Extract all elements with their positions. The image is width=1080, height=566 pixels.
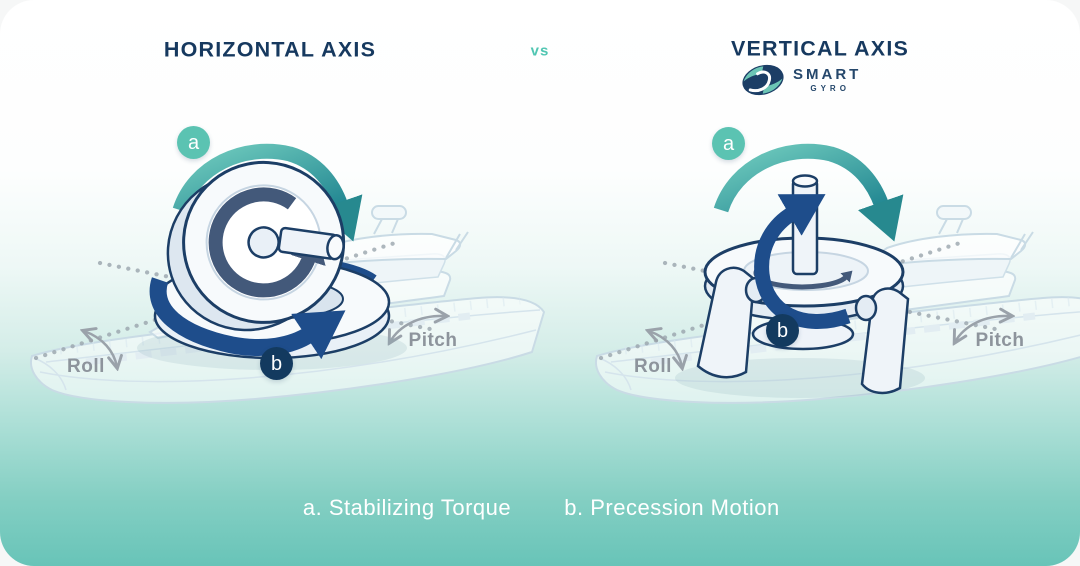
badge-b-left: b	[260, 347, 293, 380]
vertical-shaft	[791, 178, 819, 276]
spin-swirl-icon	[208, 187, 326, 298]
smartgyro-logo: SMART GYRO	[740, 61, 861, 99]
pitch-label-right: Pitch	[975, 330, 1025, 351]
roll-label-left: Roll	[67, 356, 105, 377]
left-panel-title: HORIZONTAL AXIS	[163, 37, 377, 62]
gyro-vertical-axis	[675, 143, 925, 398]
precession-motion-arrow-icon-left	[149, 277, 346, 360]
pitch-arrow-icon-right	[955, 316, 1011, 342]
versus-label: vs	[530, 42, 550, 60]
legend-precession-motion: b. Precession Motion	[564, 495, 780, 520]
pivot-pin-right	[854, 294, 878, 322]
roll-arrow-icon-left	[84, 331, 117, 367]
badge-a-right: a	[712, 127, 745, 160]
stabilizing-torque-arrow-icon-right	[713, 143, 904, 242]
logo-brand-text: SMART	[793, 65, 862, 83]
badge-b-right: b	[766, 314, 799, 347]
gimbal-pedestal-left	[696, 266, 756, 379]
pitch-label-left: Pitch	[408, 330, 458, 351]
right-panel-title: VERTICAL AXIS	[730, 36, 910, 61]
badge-a-left: a	[177, 126, 210, 159]
shaft-cap	[791, 174, 819, 188]
logo-mark-icon	[742, 64, 784, 96]
flywheel	[166, 160, 346, 332]
legend-stabilizing-torque: a. Stabilizing Torque	[302, 495, 512, 520]
logo-sub-text: GYRO	[810, 84, 850, 94]
pitch-arrow-icon-left	[390, 316, 446, 342]
stabilizing-torque-arrow-icon-left	[172, 143, 363, 242]
roll-label-right: Roll	[634, 356, 672, 377]
gyro-horizontal-axis	[137, 143, 407, 370]
precession-motion-arrow-icon-right	[754, 194, 851, 330]
roll-arrow-icon-right	[649, 331, 682, 367]
axle-right	[277, 226, 345, 261]
